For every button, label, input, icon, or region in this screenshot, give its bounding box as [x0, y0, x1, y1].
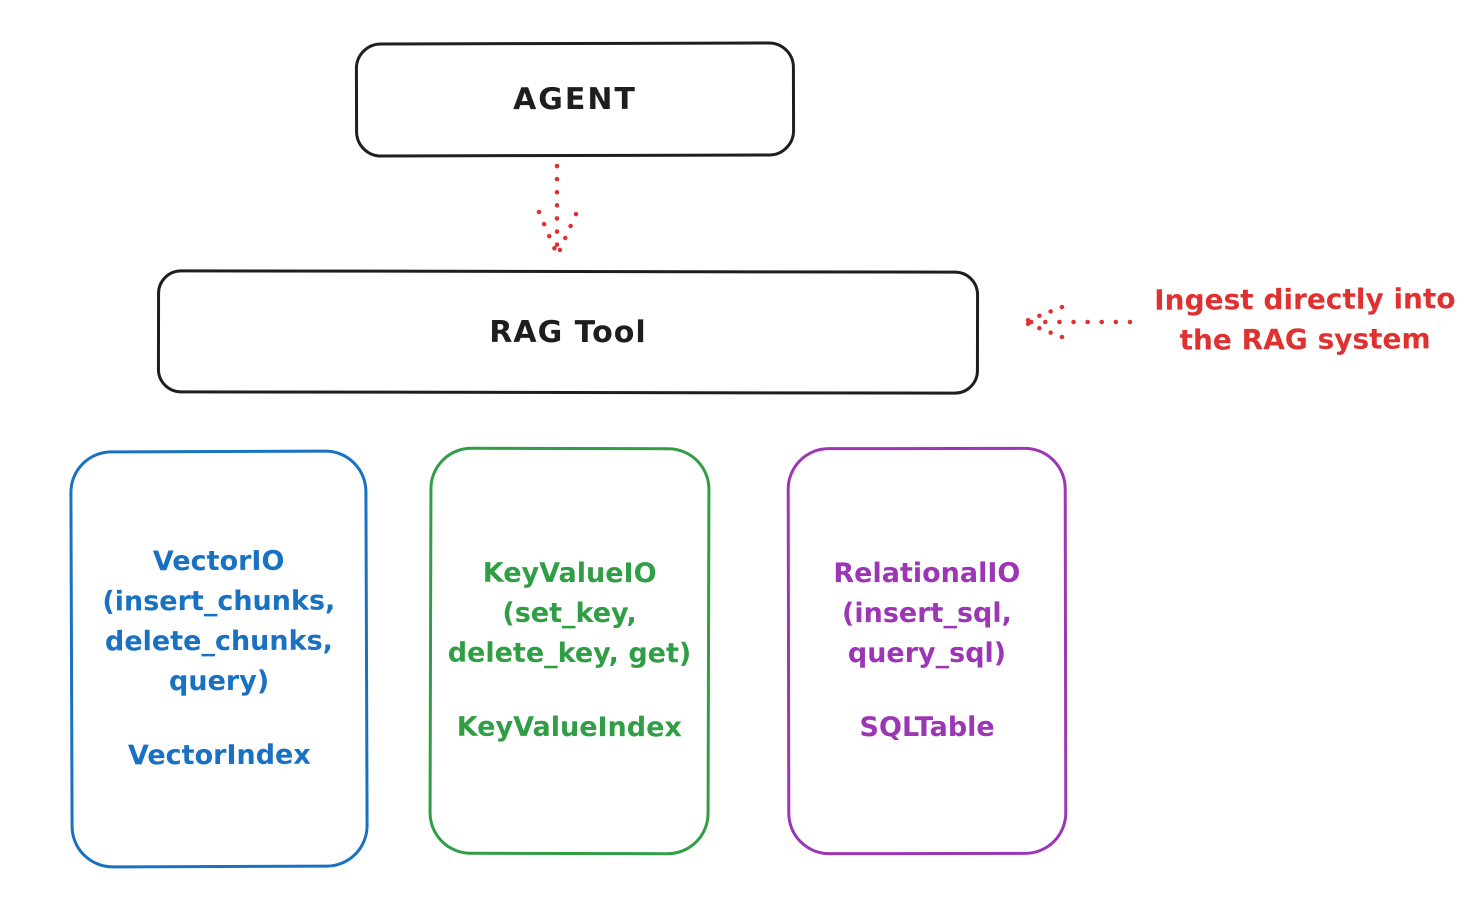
vector-io-line: VectorIO — [152, 545, 285, 578]
relational-io-line: RelationalIO — [833, 557, 1021, 590]
vector-io-line: (insert_chunks, — [102, 585, 336, 618]
ingest-annotation[interactable]: Ingest directly into the RAG system — [1135, 279, 1475, 361]
keyvalue-io-line: (set_key, — [502, 597, 637, 630]
keyvalue-io-box[interactable]: KeyValueIO (set_key, delete_key, get) Ke… — [428, 446, 711, 856]
vector-index-label: VectorIndex — [127, 739, 311, 772]
rag-tool-node[interactable]: RAG Tool — [156, 269, 980, 395]
keyvalue-io-line: delete_key, get) — [447, 637, 692, 670]
vector-io-line: delete_chunks, — [104, 625, 333, 658]
keyvalue-io-line: KeyValueIO — [482, 557, 657, 590]
relational-io-line: query_sql) — [847, 637, 1007, 670]
dotted-arrow-left-icon[interactable] — [1014, 300, 1136, 344]
dotted-arrow-down-icon[interactable] — [527, 160, 587, 262]
rag-tool-label: RAG Tool — [489, 314, 647, 350]
vector-io-box[interactable]: VectorIO (insert_chunks, delete_chunks, … — [69, 449, 369, 869]
ingest-annotation-line2: the RAG system — [1179, 322, 1431, 357]
relational-io-line: (insert_sql, — [841, 597, 1012, 630]
sql-table-label: SQLTable — [859, 711, 995, 744]
agent-node[interactable]: AGENT — [354, 41, 796, 158]
vector-io-line: query) — [168, 665, 270, 698]
keyvalue-index-label: KeyValueIndex — [456, 711, 682, 744]
ingest-annotation-line1: Ingest directly into — [1154, 282, 1456, 317]
relational-io-box[interactable]: RelationalIO (insert_sql, query_sql) SQL… — [786, 446, 1068, 856]
agent-label: AGENT — [513, 81, 637, 118]
